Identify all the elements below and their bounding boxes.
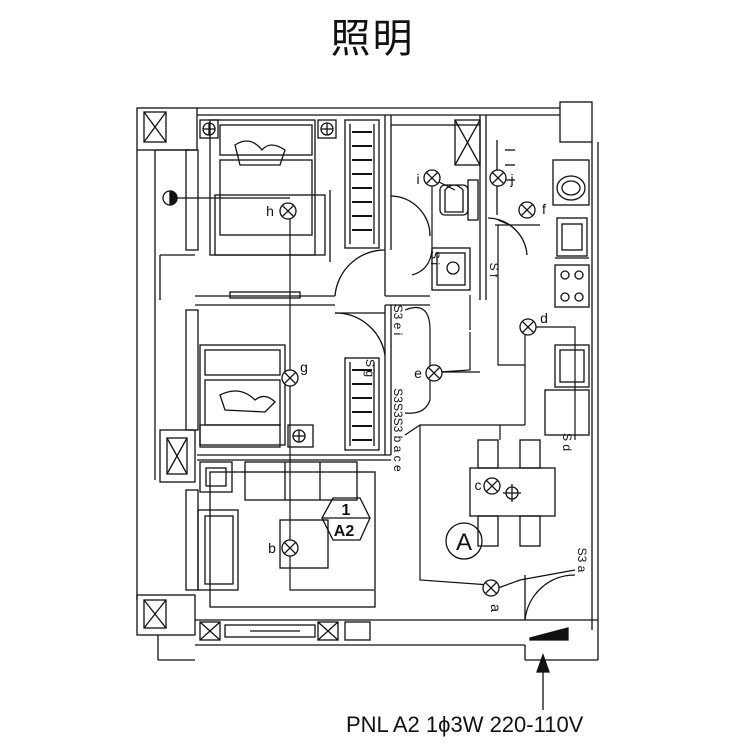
doors (334, 195, 576, 641)
page-title: 照明 (330, 16, 415, 62)
circuit-tag (321, 497, 371, 541)
lamp-fixture-icon (482, 579, 500, 597)
bed-icon (199, 344, 314, 448)
toilet-icon (439, 179, 479, 221)
switch-label: S i (428, 251, 442, 265)
interior-walls (195, 115, 487, 461)
fixture-label: b (268, 540, 276, 556)
dining-table-icon (469, 439, 556, 547)
bed-icon (199, 119, 337, 262)
fixture-label: h (266, 203, 274, 219)
sofa-icon (197, 461, 376, 608)
fixture-label: i (416, 171, 419, 187)
lamp-fixture-icon (281, 369, 299, 387)
switch-label: S g (363, 359, 377, 377)
fixture-label: j (509, 171, 513, 187)
switch-label: S3 e i (391, 305, 405, 336)
wiring (289, 179, 576, 591)
lamp-fixture-icon (423, 169, 441, 187)
wardrobe-icon (344, 119, 380, 249)
wardrobe-icon (344, 357, 380, 451)
stove-icon (554, 257, 590, 308)
exterior-walls (136, 101, 599, 661)
lamp-fixture-icon (281, 539, 299, 557)
lamp-fixture-icon (519, 318, 537, 336)
circuit-panel: A2 (334, 523, 355, 540)
switch-label: S f (487, 263, 501, 278)
section-marker-label: A (456, 529, 472, 556)
switch-label: S d (560, 433, 574, 451)
lamp-fixture-icon (483, 477, 501, 495)
panel-note: PNL A2 1ϕ3W 220-110V (346, 712, 584, 737)
fixture-label: g (300, 359, 308, 375)
switch-label: S3S3S3 b a c e (391, 388, 405, 472)
lamp-fixture-icon (489, 169, 507, 187)
switch-label: S3 a (575, 548, 589, 573)
sink-icon (544, 159, 590, 436)
section-marker (445, 522, 483, 560)
fixture-label: f (542, 201, 546, 217)
fixture-label: a (488, 604, 504, 612)
fixture-label: e (414, 365, 422, 381)
lamp-fixture-icon (425, 364, 443, 382)
fixture-label: d (540, 310, 548, 326)
fixture-label: c (475, 477, 482, 493)
lamp-fixture-icon (162, 190, 290, 206)
panel-arrow-icon (536, 653, 550, 710)
lamp-fixture-icon (279, 202, 297, 220)
circuit-number: 1 (342, 502, 351, 519)
lamp-fixture-icon (518, 201, 536, 219)
